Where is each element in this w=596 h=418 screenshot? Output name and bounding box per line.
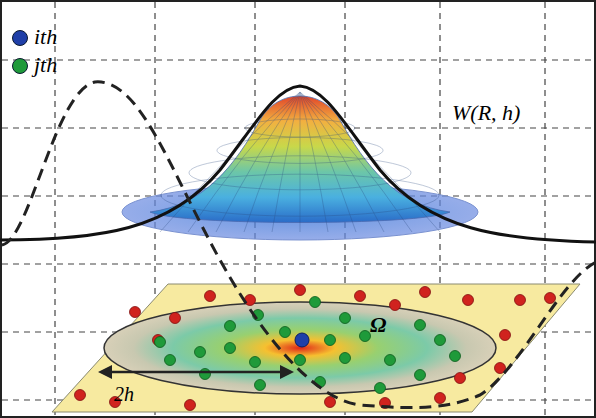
domain-label: Ω — [368, 314, 388, 336]
legend-text: ith — [34, 26, 57, 48]
legend-swatch — [12, 58, 28, 74]
smoothing-length-label: 2h — [112, 384, 136, 404]
kernel-label: W(R, h) — [452, 102, 520, 124]
legend-swatch — [12, 30, 28, 46]
legend-text: jth — [34, 54, 57, 76]
